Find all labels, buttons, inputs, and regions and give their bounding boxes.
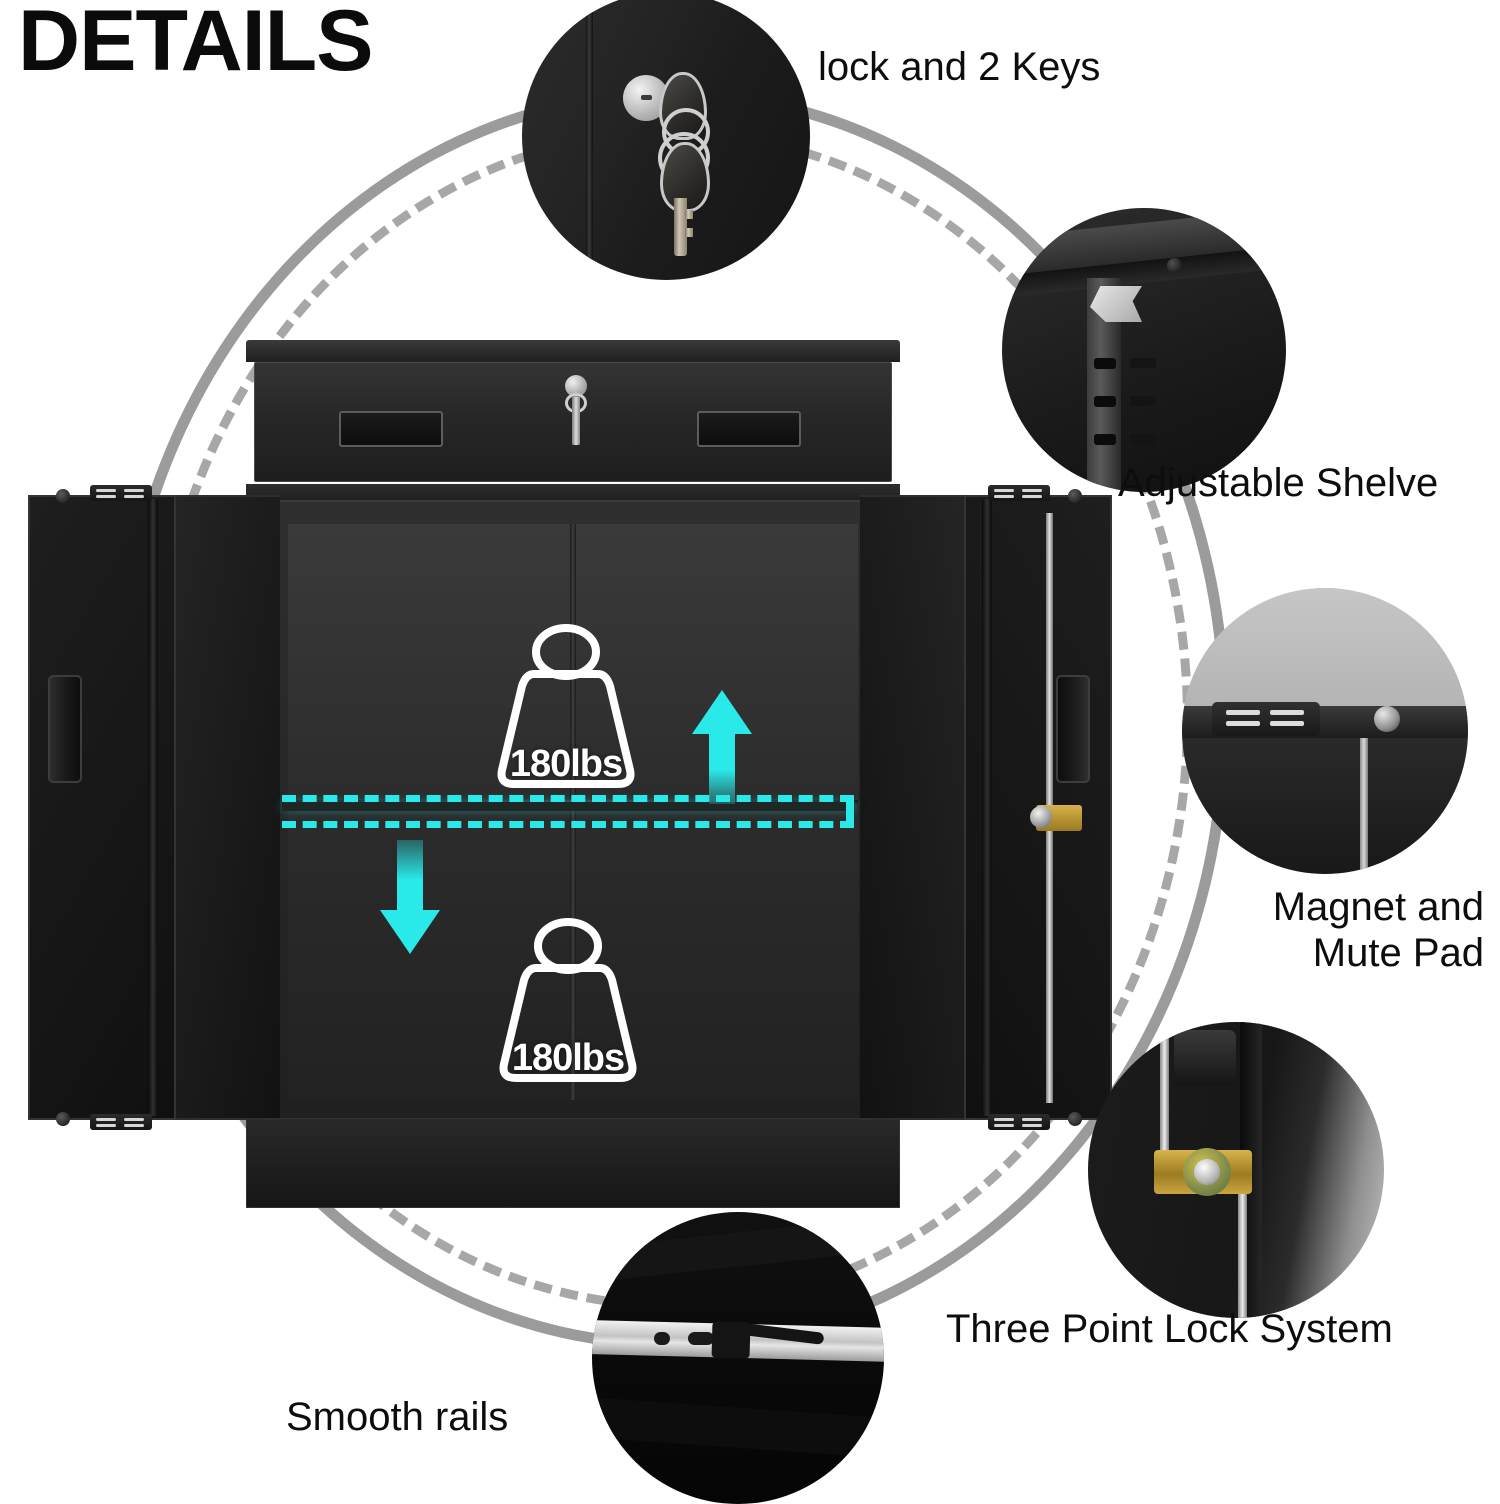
- rod-guide-cap-icon: [1174, 1030, 1236, 1086]
- weight-capacity-top-icon: 180lbs: [486, 624, 646, 792]
- key-blade-icon: [674, 198, 687, 256]
- top-drawer-unit: [246, 340, 900, 508]
- drawer-key-icon: [572, 397, 580, 445]
- drawer-handle-right[interactable]: [697, 411, 801, 447]
- callout-label-smooth-rails: Smooth rails: [286, 1395, 509, 1439]
- weight-label-bottom: 180lbs: [511, 1037, 625, 1079]
- lock-screw-icon: [1194, 1159, 1220, 1185]
- interior-vertical-rod: [1360, 738, 1368, 874]
- magnet-catch-icon: [1374, 706, 1400, 732]
- shelf-slot-shadow-2: [1130, 396, 1156, 406]
- door-seam: [586, 0, 593, 280]
- callout-smooth-rails[interactable]: [592, 1212, 884, 1504]
- cabinet-base: [246, 1118, 900, 1208]
- post-screw-icon: [1167, 258, 1182, 273]
- callout-label-lock-and-keys: lock and 2 Keys: [818, 45, 1101, 89]
- interior-back-seam: [570, 524, 576, 1100]
- arrow-up-icon: [690, 688, 754, 806]
- cabinet-edge-band-bottom: [592, 1396, 884, 1460]
- rail-hole-1: [654, 1332, 670, 1345]
- callout-three-point-lock[interactable]: [1088, 1022, 1384, 1318]
- callout-lock-and-keys[interactable]: [522, 0, 810, 280]
- drawer-handle-left[interactable]: [339, 411, 443, 447]
- magnet-pad-top-left: [90, 485, 152, 501]
- drawer-face[interactable]: [254, 362, 892, 482]
- lock-rod-lower: [1238, 1190, 1247, 1318]
- key-tooth-b: [685, 228, 693, 237]
- shelf-slot-2: [1094, 396, 1116, 407]
- left-door-handle[interactable]: [48, 675, 82, 783]
- hinge-screw-top-right: [1068, 489, 1082, 503]
- right-door-groove: [982, 499, 992, 1116]
- cabinet-lower-body: [1182, 738, 1468, 874]
- cabinet-top-surface: [1182, 588, 1468, 708]
- right-door-inner-face: [860, 495, 964, 1120]
- product-cabinet: [28, 340, 1112, 1208]
- callout-magnet-and-mute-pad[interactable]: [1182, 588, 1468, 874]
- weight-capacity-bottom-icon: 180lbs: [488, 918, 648, 1086]
- shelf-slot-shadow-1: [1130, 358, 1156, 368]
- weight-label-top: 180lbs: [509, 743, 623, 785]
- left-door[interactable]: [28, 485, 280, 1130]
- callout-label-adjustable-shelve: Adjustable Shelve: [1118, 461, 1439, 505]
- drawer-top-cap: [246, 340, 900, 362]
- cabinet-interior: [288, 524, 858, 1100]
- arrow-down-icon: [378, 838, 442, 956]
- callout-label-magnet-line1: Magnet and: [1272, 885, 1484, 929]
- shelf-slot-shadow-3: [1130, 434, 1156, 444]
- three-point-lock-cam-icon: [1030, 805, 1082, 831]
- key-tooth-a: [685, 210, 693, 219]
- callout-label-three-point-lock: Three Point Lock System: [946, 1307, 1393, 1351]
- mute-pad-icon: [1212, 702, 1320, 736]
- adjustable-shelf-line: [282, 795, 854, 831]
- callout-adjustable-shelve[interactable]: [1002, 208, 1286, 492]
- hinge-screw-top-left: [56, 489, 70, 503]
- drawer-lock-cylinder-icon[interactable]: [565, 375, 587, 397]
- shelf-slot-3: [1094, 434, 1116, 445]
- magnet-pad-bottom-left: [90, 1114, 152, 1130]
- left-door-groove: [148, 499, 158, 1116]
- right-door-handle[interactable]: [1056, 675, 1090, 783]
- magnet-pad-top-right: [988, 485, 1050, 501]
- shelf-slot-1: [1094, 358, 1116, 369]
- hinge-screw-bottom-right: [1068, 1112, 1082, 1126]
- callout-label-magnet-line2: Mute Pad: [1312, 931, 1484, 975]
- magnet-pad-bottom-right: [988, 1114, 1050, 1130]
- callout-label-magnet-and-mute-pad: Magnet and Mute Pad: [1184, 884, 1484, 976]
- lock-rod-upper: [1160, 1030, 1169, 1160]
- rail-hole-2: [688, 1332, 714, 1345]
- hinge-screw-bottom-left: [56, 1112, 70, 1126]
- left-door-inner-face: [176, 495, 280, 1120]
- page-title: DETAILS: [18, 0, 374, 89]
- right-door[interactable]: [860, 485, 1112, 1130]
